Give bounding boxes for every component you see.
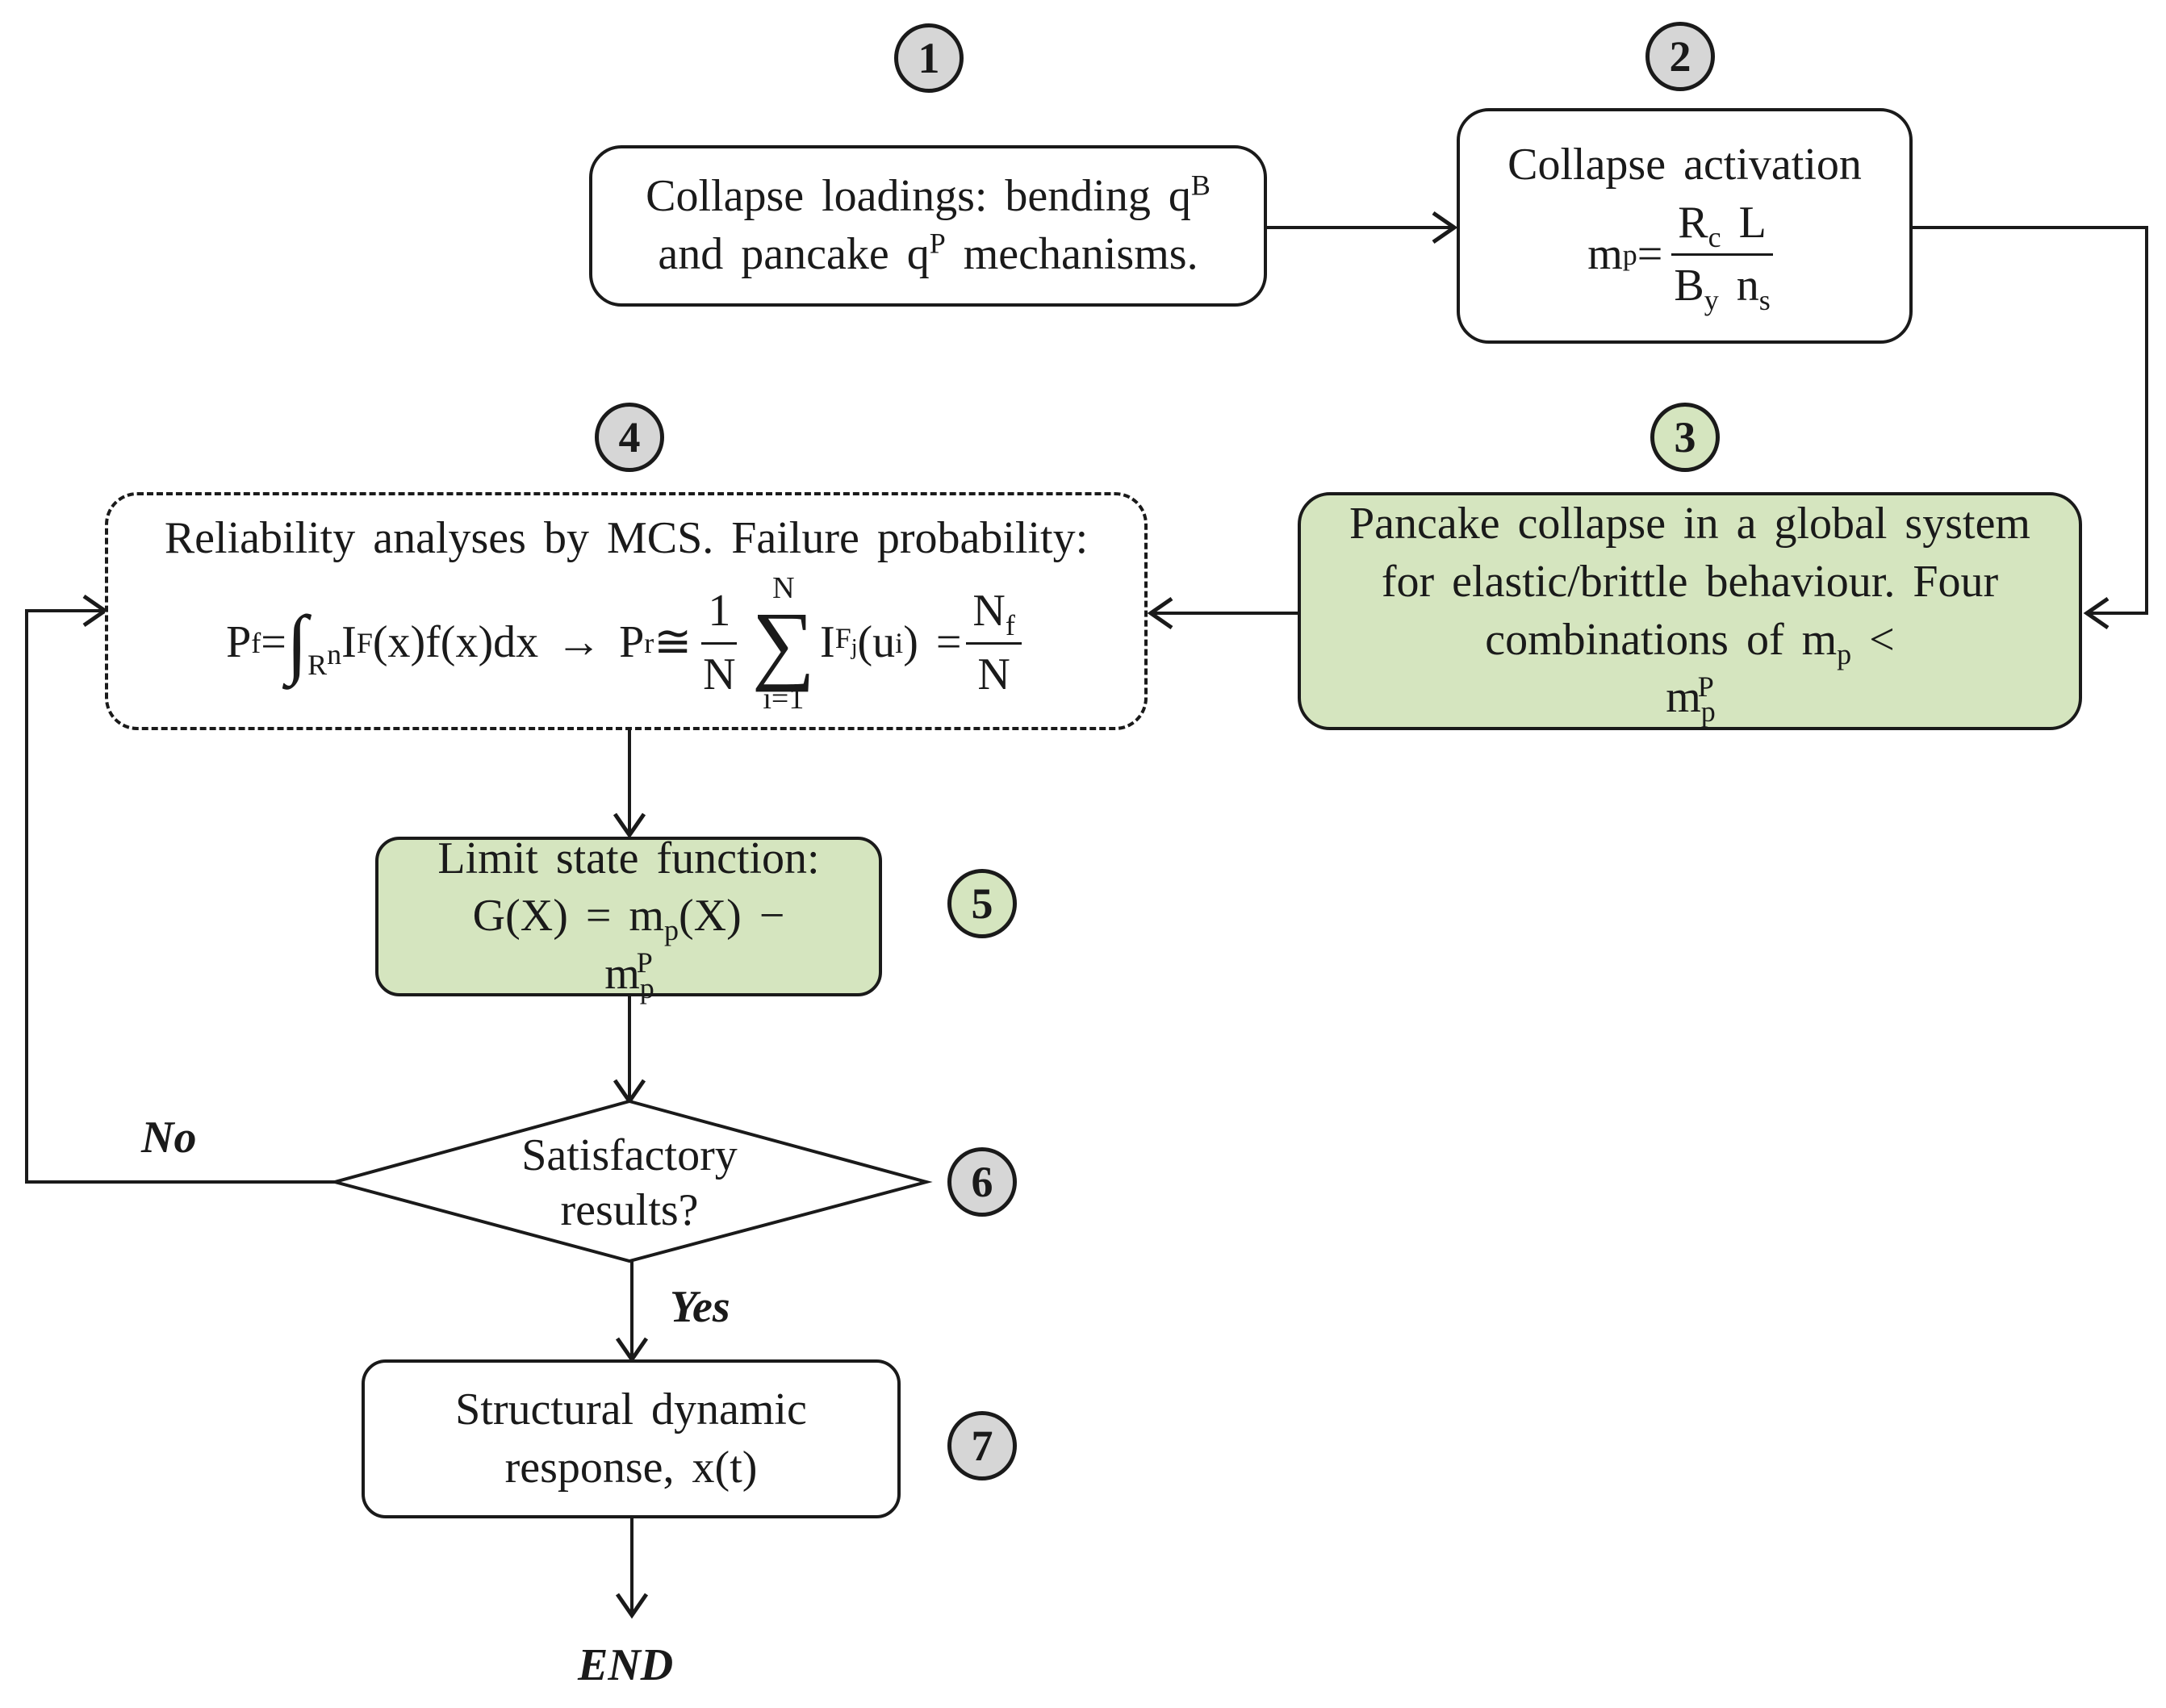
- step1-line1: Collapse loadings: bending qB: [646, 169, 1211, 222]
- step1-line2: and pancake qP mechanisms.: [658, 227, 1198, 279]
- yes-label: Yes: [670, 1282, 730, 1332]
- step7-structural-response-box: Structural dynamic response, x(t): [362, 1359, 901, 1518]
- step3-line1: Pancake collapse in a global system: [1349, 499, 2030, 549]
- step-number-2: 2: [1645, 22, 1715, 91]
- no-label: No: [141, 1113, 197, 1163]
- step6-decision-text: Satisfactory results?: [521, 1130, 738, 1236]
- step-number-5: 5: [947, 869, 1017, 938]
- integral-symbol: ∫: [286, 599, 308, 687]
- arrow-no-loop: [25, 609, 335, 1184]
- step3-line3: combinations of mp < mpP: [1485, 614, 1895, 729]
- arrowhead-step4-right: [1147, 596, 1173, 630]
- step5-line1: Limit state function:: [437, 833, 820, 883]
- arrowhead-end: [615, 1593, 649, 1619]
- step1-collapse-loadings-box: Collapse loadings: bending qB and pancak…: [589, 145, 1267, 307]
- step3-line2: for elastic/brittle behaviour. Four: [1381, 556, 1999, 607]
- arrowhead-step5: [613, 812, 646, 839]
- arrow-step2-to-step3: [1913, 226, 2148, 615]
- step7-line2: response, x(t): [504, 1442, 758, 1493]
- step4-reliability-analysis-box: Reliability analyses by MCS. Failure pro…: [105, 492, 1148, 730]
- step4-fraction-1-over-n: 1 N: [696, 583, 742, 704]
- step7-line1: Structural dynamic: [455, 1384, 807, 1434]
- step2-fraction: Rc L By ns: [1667, 194, 1776, 315]
- step-number-1: 1: [894, 23, 964, 93]
- step4-fraction-nf-over-n: Nf N: [966, 583, 1022, 704]
- step4-title: Reliability analyses by MCS. Failure pro…: [164, 513, 1089, 563]
- step-number-4: 4: [595, 403, 664, 472]
- step-number-3: 3: [1650, 403, 1720, 472]
- step5-limit-state-box: Limit state function: G(X) = mp(X) − mpP: [375, 833, 882, 1003]
- arrowhead-step2: [1432, 211, 1458, 244]
- end-label: END: [578, 1640, 674, 1690]
- step-number-7: 7: [947, 1411, 1017, 1480]
- decision-diamond: [328, 1099, 933, 1263]
- step3-pancake-collapse-box: Pancake collapse in a global system for …: [1298, 492, 2082, 730]
- step5-line2: G(X) = mp(X) − mpP: [472, 891, 785, 1005]
- arrowhead-step3: [2083, 596, 2110, 630]
- step-number-6: 6: [947, 1147, 1017, 1217]
- step2-title: Collapse activation: [1507, 139, 1862, 190]
- summation-symbol: N ∑ i=1: [751, 570, 816, 716]
